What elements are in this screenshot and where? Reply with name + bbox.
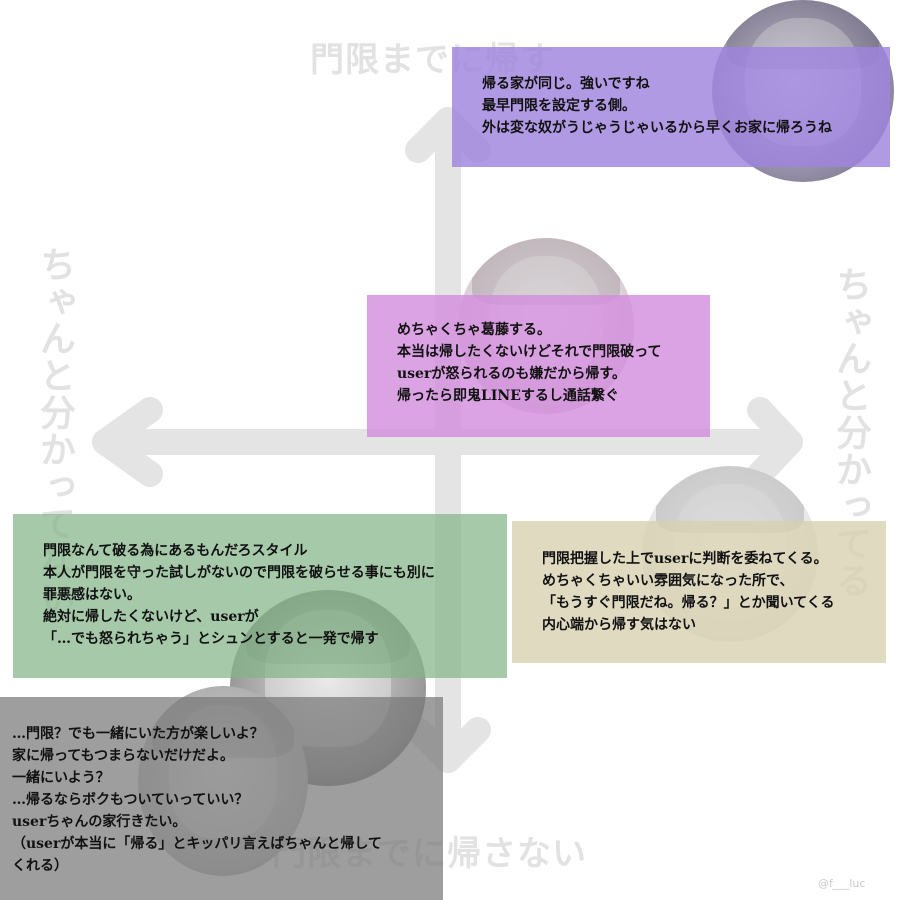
card-green: 門限なんて破る為にあるもんだろスタイル 本人が門限を守った試しがないので門限を破… — [13, 514, 507, 678]
card-line: 一緒にいよう？ — [12, 770, 110, 786]
card-line: めちゃくちゃ葛藤する。 — [397, 322, 551, 338]
card-line: 帰ったら即鬼LINEするし通話繋ぐ — [397, 388, 619, 404]
card-line: …帰るならボクもついていっていい？ — [12, 792, 249, 808]
card-line: …門限？でも一緒にいた方が楽しいよ？ — [12, 726, 264, 742]
arrow-left-icon — [92, 397, 163, 487]
arrow-right-icon — [747, 397, 803, 487]
card-line: 帰る家が同じ。強いですね — [482, 76, 650, 92]
watermark: @f___luc — [818, 877, 866, 890]
card-cream: 門限把握した上でuserに判断を委ねてくる。 めちゃくちゃいい雰囲気になった所で… — [512, 521, 886, 663]
card-line: 本当は帰したくないけどそれで門限破って — [397, 344, 662, 360]
card-line: 「…でも怒られちゃう」とシュンとすると一発で帰す — [43, 631, 379, 647]
card-line: 門限把握した上でuserに判断を委ねてくる。 — [542, 551, 828, 567]
card-line: 本人が門限を守った試しがないので門限を破らせる事にも別に — [43, 565, 435, 581]
card-purple: 帰る家が同じ。強いですね 最早門限を設定する側。 外は変な奴がうじゃうじゃいるか… — [452, 47, 890, 167]
card-line: 門限なんて破る為にあるもんだろスタイル — [43, 543, 308, 559]
card-line: 最早門限を設定する側。 — [482, 98, 636, 114]
card-line: 罪悪感はない。 — [43, 587, 141, 603]
card-line: 「もうすぐ門限だね。帰る？」とか聞いてくる — [542, 595, 835, 611]
card-line: めちゃくちゃいい雰囲気になった所で、 — [542, 573, 794, 589]
card-line: （userが本当に「帰る」とキッパリ言えばちゃんと帰して — [12, 836, 382, 852]
horizontal-axis — [92, 397, 803, 487]
card-line: くれる） — [12, 858, 68, 874]
card-line: userちゃんの家行きたい。 — [12, 814, 187, 830]
card-line: userが怒られるのも嫌だから帰す。 — [397, 366, 626, 382]
card-line: 外は変な奴がうじゃうじゃいるから早くお家に帰ろうね — [482, 120, 832, 136]
card-line: 家に帰ってもつまらないだけだよ。 — [12, 748, 235, 764]
card-line: 内心端から帰す気はない — [542, 617, 696, 633]
card-pink: めちゃくちゃ葛藤する。 本当は帰したくないけどそれで門限破って userが怒られ… — [367, 295, 710, 437]
card-gray: …門限？でも一緒にいた方が楽しいよ？ 家に帰ってもつまらないだけだよ。 一緒にい… — [0, 697, 443, 900]
card-line: 絶対に帰したくないけど、userが — [43, 609, 259, 625]
